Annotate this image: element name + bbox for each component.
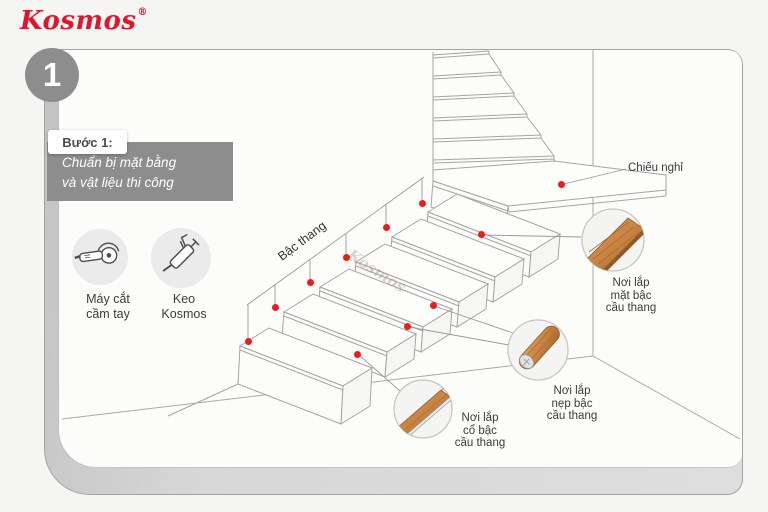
brand-logo-text: Kosmos — [20, 6, 137, 36]
install-point-marker — [342, 253, 350, 261]
lower-flight — [167, 193, 562, 425]
tool-label-glue: Keo Kosmos — [161, 292, 207, 321]
install-point-marker — [557, 180, 565, 188]
install-point-marker — [353, 350, 361, 358]
tool-label-cutter: Máy cắt cầm tay — [86, 292, 130, 321]
callout-lines — [246, 168, 627, 392]
step-number: 1 — [42, 56, 62, 93]
glue-gun-icon — [162, 233, 200, 272]
registered-trademark: ® — [137, 7, 148, 18]
callout-tread-label: Nơi lắp mặt bậc cầu thang — [605, 277, 657, 314]
angle-grinder-icon — [74, 242, 120, 264]
install-point-marker — [271, 303, 279, 311]
install-point-marker — [244, 337, 252, 345]
landing-label: Chiếu nghỉ — [628, 162, 683, 174]
brand-logo: Kosmos® — [20, 6, 148, 36]
callout-nosing-image — [507, 319, 569, 381]
step-number-badge: 1 — [25, 48, 79, 102]
install-point-marker — [382, 223, 390, 231]
step-description: Chuẩn bị mặt bằng và vật liệu thi công — [62, 155, 177, 190]
callout-nosing-label: Nơi lắp nẹp bậc cầu thang — [546, 385, 598, 422]
step-title: Bước 1: — [62, 134, 113, 150]
install-point-marker — [418, 199, 426, 207]
tool-item-glue — [151, 228, 211, 288]
install-point-marker — [306, 278, 314, 286]
upper-flight — [432, 50, 561, 181]
callout-riser-image — [393, 379, 453, 439]
step-title-chip: Bước 1: — [48, 130, 127, 154]
install-point-marker — [477, 230, 485, 238]
install-point-marker — [429, 301, 437, 309]
step-description-box: Chuẩn bị mặt bằng và vật liệu thi công — [47, 142, 233, 201]
callout-tread-image — [581, 208, 645, 272]
install-point-marker — [403, 322, 411, 330]
callout-riser-label: Nơi lắp cổ bậc cầu thang — [454, 412, 506, 449]
tool-item-cutter — [72, 229, 128, 285]
